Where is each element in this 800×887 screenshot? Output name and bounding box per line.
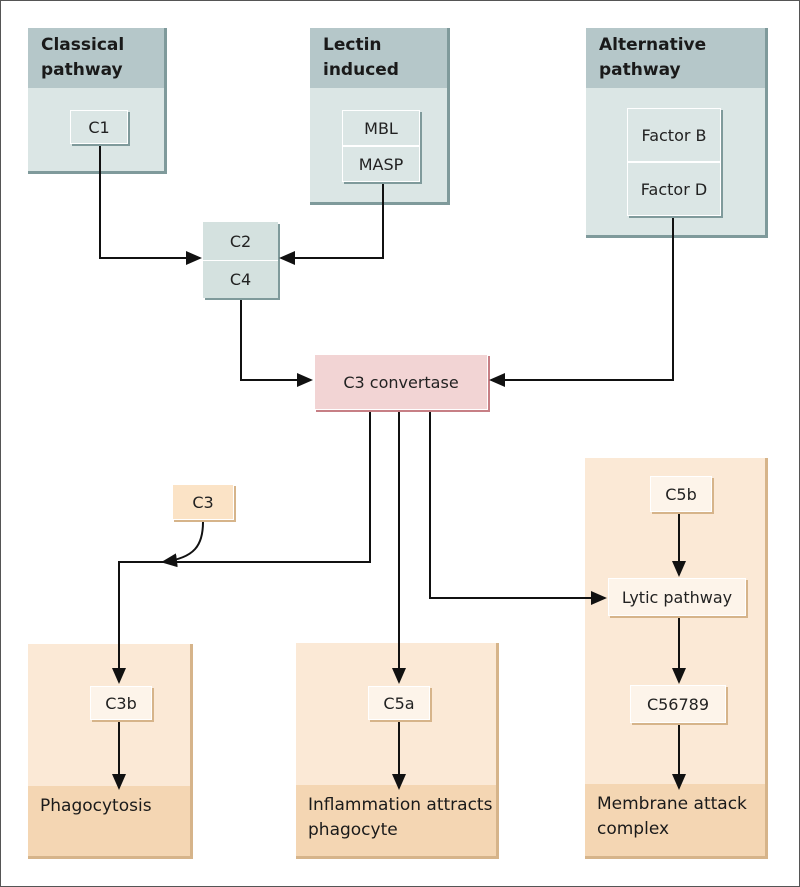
c3b-label: C3b <box>105 693 137 713</box>
c1-node: C1 <box>70 110 128 144</box>
masp-node: MASP <box>342 146 420 182</box>
lectin-pathway-panel: Lectin induced <box>310 28 450 205</box>
c3-joins-arrow <box>161 521 204 568</box>
convertase-to-c3b-arrow <box>112 412 371 684</box>
c5a-node: C5a <box>368 686 430 720</box>
lectin-pathway-header: Lectin induced <box>310 28 447 88</box>
lectin-pathway-title: Lectin induced <box>323 35 399 80</box>
alternative-pathway-title: Alternative pathway <box>599 35 707 80</box>
c2-cell: C2 <box>203 222 278 261</box>
c3-label: C3 <box>192 492 214 512</box>
c56789-node: C56789 <box>630 685 726 723</box>
phagocytosis-footer: Phagocytosis <box>28 786 190 856</box>
classical-pathway-header: Classical pathway <box>28 28 164 88</box>
c3b-node: C3b <box>90 686 152 720</box>
factor-d-node: Factor D <box>627 162 721 216</box>
phagocytosis-panel: Phagocytosis <box>28 644 193 859</box>
lytic-pathway-node: Lytic pathway <box>608 578 746 616</box>
mbl-node: MBL <box>342 110 420 146</box>
c2-label: C2 <box>229 231 252 251</box>
masp-label: MASP <box>358 154 404 174</box>
c5b-node: C5b <box>650 476 712 512</box>
phagocytosis-label: Phagocytosis <box>40 796 152 816</box>
membrane-attack-label: Membrane attack complex <box>597 794 747 839</box>
c5a-label: C5a <box>383 693 415 713</box>
membrane-attack-footer: Membrane attack complex <box>585 784 765 856</box>
c2-c4-node: C2 C4 <box>203 222 278 298</box>
classical-pathway-title: Classical pathway <box>41 35 125 80</box>
factor-d-label: Factor D <box>640 179 708 199</box>
factor-b-label: Factor B <box>641 125 707 145</box>
mbl-label: MBL <box>364 118 398 138</box>
c3-convertase-label: C3 convertase <box>343 372 459 392</box>
membrane-attack-panel: Membrane attack complex <box>585 458 768 859</box>
inflammation-label: Inflammation attracts phagocyte <box>308 795 493 840</box>
c56789-label: C56789 <box>646 694 710 714</box>
c1-to-c2c4-arrow <box>99 146 202 265</box>
c3-node: C3 <box>172 484 234 520</box>
masp-to-c2c4-arrow <box>279 184 384 265</box>
convertase-to-lytic-arrow <box>429 412 607 605</box>
c5b-label: C5b <box>665 484 697 504</box>
c3-convertase-node: C3 convertase <box>314 354 488 410</box>
c4-cell: C4 <box>203 260 278 298</box>
c4-label: C4 <box>229 269 252 289</box>
inflammation-footer: Inflammation attracts phagocyte <box>296 785 496 856</box>
c2c4-to-convertase-arrow <box>240 300 313 387</box>
classical-pathway-panel: Classical pathway <box>28 28 167 174</box>
factor-b-node: Factor B <box>627 108 721 162</box>
lytic-pathway-label: Lytic pathway <box>621 587 733 607</box>
factor-d-to-convertase-arrow <box>489 218 674 387</box>
alternative-pathway-header: Alternative pathway <box>586 28 765 88</box>
c1-label: C1 <box>88 117 110 137</box>
